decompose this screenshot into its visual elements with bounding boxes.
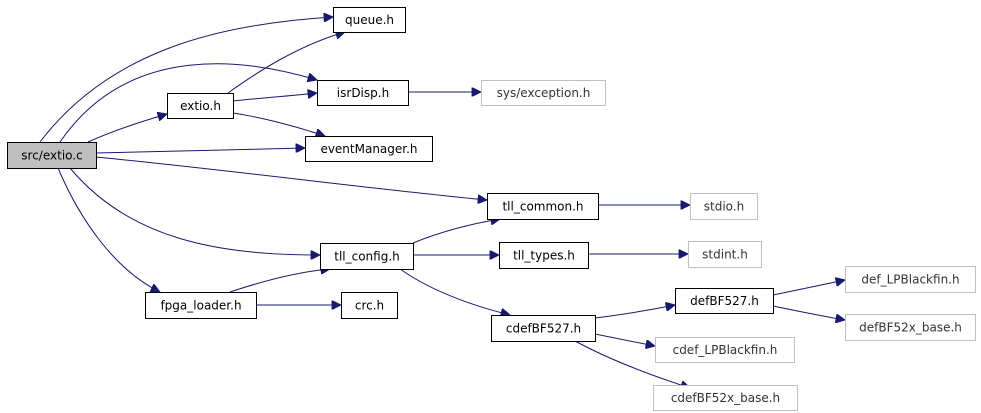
node-crc-h[interactable]: crc.h [341, 292, 398, 319]
node-label-def-LPBlackfin-h: def_LPBlackfin.h [861, 273, 959, 287]
edge-defBF527-h-to-defBF52x-base-h [772, 305, 845, 320]
node-label-crc-h: crc.h [355, 299, 384, 313]
node-label-extio-c: src/extio.c [21, 149, 82, 163]
node-box-tll-config-h [320, 243, 414, 270]
node-defBF527-h[interactable]: defBF527.h [675, 288, 774, 314]
node-box-defBF52x-base-h [845, 314, 976, 341]
node-stdio-h: stdio.h [690, 193, 758, 220]
edge-extio-h-to-eventManager-h [232, 112, 325, 136]
node-cdefBF52x-base-h: cdefBF52x_base.h [653, 385, 798, 411]
node-box-isrDisp-h [317, 80, 409, 106]
node-defBF52x-base-h: defBF52x_base.h [845, 314, 976, 341]
node-isrDisp-h[interactable]: isrDisp.h [317, 80, 409, 106]
node-cdefBF527-h[interactable]: cdefBF527.h [491, 315, 596, 342]
node-box-extio-c [7, 142, 97, 169]
node-box-cdef-LPBlackfin-h [655, 337, 795, 363]
node-tll-config-h[interactable]: tll_config.h [320, 243, 414, 270]
node-queue-h[interactable]: queue.h [333, 7, 406, 33]
node-fpga-loader-h[interactable]: fpga_loader.h [145, 292, 257, 319]
node-box-fpga-loader-h [145, 292, 257, 319]
node-stdint-h: stdint.h [688, 241, 762, 268]
node-label-stdio-h: stdio.h [704, 200, 744, 214]
node-extio-h[interactable]: extio.h [167, 93, 234, 119]
node-box-def-LPBlackfin-h [845, 266, 976, 293]
node-tll-common-h[interactable]: tll_common.h [487, 193, 599, 220]
edge-extio-c-to-isrDisp-h [59, 63, 317, 143]
node-label-cdef-LPBlackfin-h: cdef_LPBlackfin.h [673, 343, 778, 357]
edge-fpga-loader-h-to-tll-config-h [229, 269, 330, 293]
edge-cdefBF527-h-to-cdefBF52x-base-h [574, 340, 690, 388]
node-box-eventManager-h [305, 136, 433, 162]
edge-extio-c-to-queue-h [39, 17, 333, 143]
node-eventManager-h[interactable]: eventManager.h [305, 136, 433, 162]
node-tll-types-h[interactable]: tll_types.h [499, 242, 589, 269]
node-label-cdefBF52x-base-h: cdefBF52x_base.h [671, 391, 780, 405]
edge-cdefBF527-h-to-cdef-LPBlackfin-h [594, 333, 655, 346]
edges-layer [39, 17, 845, 388]
node-label-sys-exception-h: sys/exception.h [497, 86, 591, 100]
node-box-crc-h [341, 292, 398, 319]
edge-tll-config-h-to-cdefBF527-h [399, 268, 510, 315]
node-box-queue-h [333, 7, 406, 33]
node-box-cdefBF527-h [491, 315, 596, 342]
node-label-stdint-h: stdint.h [702, 248, 748, 262]
node-label-tll-common-h: tll_common.h [502, 200, 583, 214]
node-box-stdio-h [690, 193, 758, 220]
edge-extio-c-to-extio-h [87, 114, 167, 143]
node-box-tll-types-h [499, 242, 589, 269]
node-sys-exception-h: sys/exception.h [481, 80, 606, 106]
nodes-layer: src/extio.c queue.h extio.h isrDisp.h sys/ex… [7, 7, 976, 411]
node-label-tll-types-h: tll_types.h [513, 249, 575, 263]
edge-extio-c-to-eventManager-h [95, 148, 305, 154]
node-label-fpga-loader-h: fpga_loader.h [160, 299, 241, 313]
node-box-sys-exception-h [481, 80, 606, 106]
edge-defBF527-h-to-def-LPBlackfin-h [772, 280, 845, 296]
edge-extio-c-to-tll-config-h [69, 167, 320, 255]
node-box-stdint-h [688, 241, 762, 268]
node-box-cdefBF52x-base-h [653, 385, 798, 411]
node-box-tll-common-h [487, 193, 599, 220]
node-box-extio-h [167, 93, 234, 119]
node-label-tll-config-h: tll_config.h [334, 250, 400, 264]
node-label-queue-h: queue.h [345, 13, 394, 27]
edge-extio-h-to-queue-h [227, 32, 345, 94]
node-label-extio-h: extio.h [180, 99, 221, 113]
edge-extio-c-to-fpga-loader-h [57, 167, 160, 292]
node-label-eventManager-h: eventManager.h [320, 142, 417, 156]
edge-extio-c-to-tll-common-h [95, 156, 487, 200]
node-box-defBF527-h [675, 288, 774, 314]
node-label-defBF52x-base-h: defBF52x_base.h [859, 321, 962, 335]
node-extio-c[interactable]: src/extio.c [7, 142, 97, 169]
edge-extio-h-to-isrDisp-h [232, 93, 317, 102]
node-cdef-LPBlackfin-h: cdef_LPBlackfin.h [655, 337, 795, 363]
edge-tll-config-h-to-tll-common-h [412, 219, 500, 244]
node-label-isrDisp-h: isrDisp.h [337, 86, 389, 100]
node-label-defBF527-h: defBF527.h [690, 294, 759, 308]
node-def-LPBlackfin-h: def_LPBlackfin.h [845, 266, 976, 293]
edge-cdefBF527-h-to-defBF527-h [594, 305, 675, 319]
node-label-cdefBF527-h: cdefBF527.h [506, 322, 581, 336]
